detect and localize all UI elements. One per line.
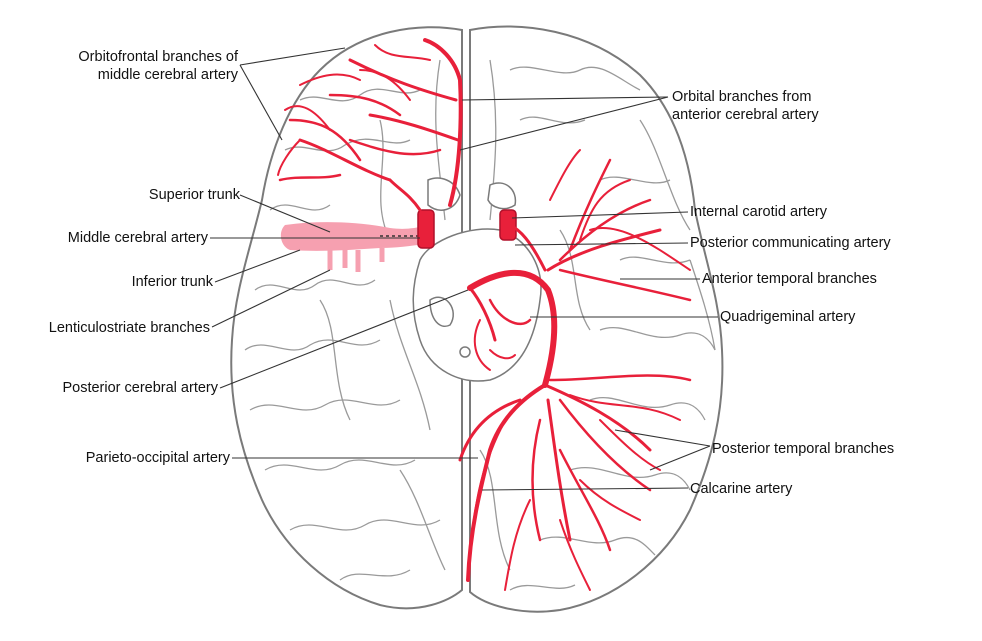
label-middle-cerebral-artery: Middle cerebral artery xyxy=(67,230,208,246)
right-internal-carotid xyxy=(499,209,517,241)
label-internal-carotid-artery: Internal carotid artery xyxy=(690,204,828,220)
brainstem xyxy=(412,177,542,382)
label-superior-trunk: Superior trunk xyxy=(148,187,240,203)
left-internal-carotid xyxy=(417,209,435,249)
label-orbital-line1: Orbital branches from xyxy=(672,89,812,105)
arteries xyxy=(277,38,692,591)
label-posterior-cerebral-artery: Posterior cerebral artery xyxy=(62,380,218,396)
leader-lines xyxy=(210,47,718,491)
label-orbital-line2: anterior cerebral artery xyxy=(672,107,819,123)
label-orbitofrontal-branches: Orbitofrontal branches of middle cerebra… xyxy=(30,48,238,84)
left-hemisphere xyxy=(230,26,463,610)
label-orbital-branches: Orbital branches from anterior cerebral … xyxy=(672,88,892,124)
label-anterior-temporal-branches: Anterior temporal branches xyxy=(702,271,877,287)
label-orbitofrontal-line2: middle cerebral artery xyxy=(97,67,238,83)
label-orbitofrontal-line1: Orbitofrontal branches of xyxy=(78,49,238,65)
gyri-pattern xyxy=(244,59,716,591)
label-lenticulostriate-branches: Lenticulostriate branches xyxy=(48,320,210,336)
label-posterior-communicating-artery: Posterior communicating artery xyxy=(690,235,891,251)
label-calcarine-artery: Calcarine artery xyxy=(690,481,793,497)
label-quadrigeminal-artery: Quadrigeminal artery xyxy=(720,309,856,325)
label-posterior-temporal-branches: Posterior temporal branches xyxy=(712,441,895,457)
label-parieto-occipital-artery: Parieto-occipital artery xyxy=(85,450,230,466)
label-inferior-trunk: Inferior trunk xyxy=(131,274,213,290)
